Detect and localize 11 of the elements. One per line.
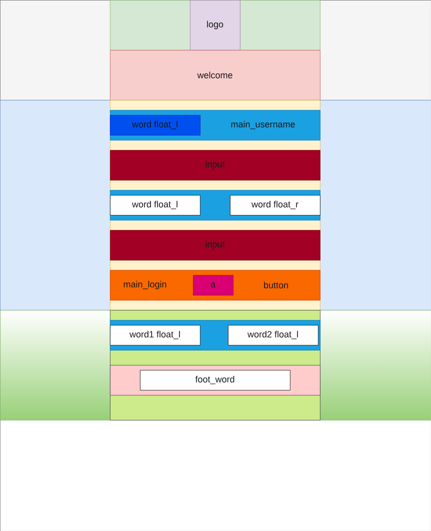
word-box: foot_word: [140, 370, 290, 390]
welcome-box: welcome: [110, 50, 320, 100]
word-box: word float_r: [230, 195, 320, 216]
word-box: word float_l: [110, 115, 200, 136]
word-box: word1 float_l: [110, 325, 200, 346]
input-box: input: [110, 150, 320, 180]
placeholder-box: logo: [190, 0, 240, 50]
word-box: word float_l: [110, 195, 200, 216]
word-box: word2 float_l: [228, 325, 318, 346]
link-box: a: [193, 275, 234, 296]
input-box: input: [110, 230, 320, 260]
